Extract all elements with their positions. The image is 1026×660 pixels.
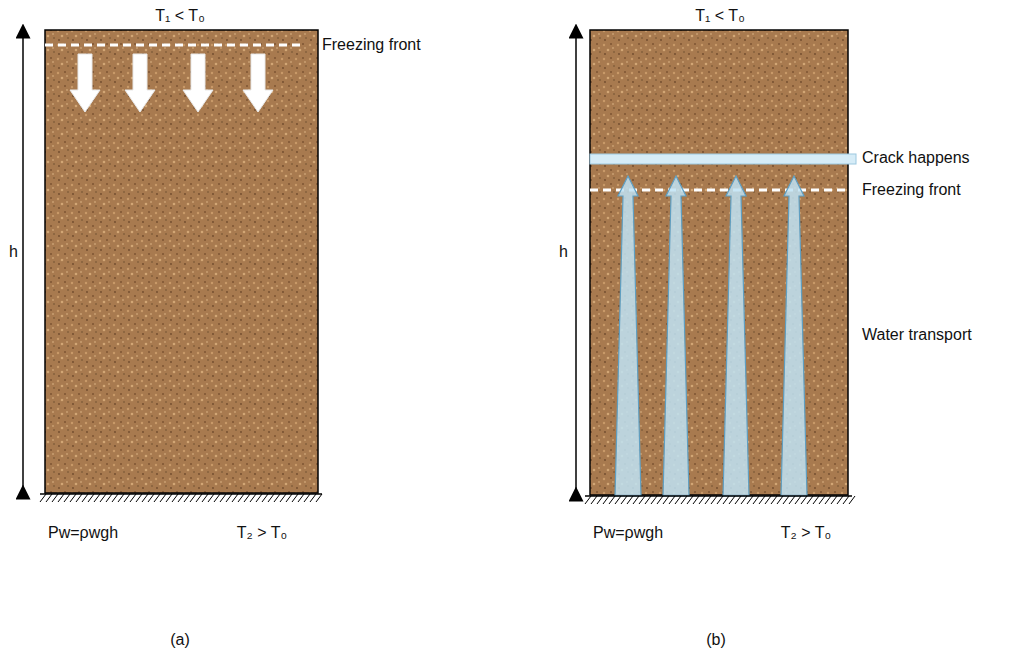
arrow-shape bbox=[781, 176, 807, 496]
ground-hatch bbox=[585, 496, 855, 504]
ice-crack bbox=[590, 154, 856, 164]
soil-column bbox=[45, 30, 318, 493]
boundary-pressure: Pw=ρwgh bbox=[48, 523, 118, 542]
arrow-shape bbox=[723, 176, 749, 496]
arrow-shape bbox=[125, 54, 155, 112]
height-arrow bbox=[22, 31, 24, 492]
arrow-shape bbox=[615, 176, 641, 496]
boundary-pressure: Pw=ρwgh bbox=[593, 523, 663, 542]
callout-label: Water transport bbox=[862, 325, 972, 344]
boundary-temperature: T₁ < T₀ bbox=[155, 6, 205, 25]
boundary-temperature: T₂ > T₀ bbox=[781, 523, 831, 542]
boundary-temperature: T₁ < T₀ bbox=[695, 6, 745, 25]
dimension-label: h bbox=[9, 242, 18, 261]
boundary-temperature: T₂ > T₀ bbox=[237, 523, 287, 542]
callout-label: Freezing front bbox=[862, 180, 961, 199]
soil-column bbox=[590, 30, 848, 495]
arrow-shape bbox=[70, 54, 100, 112]
panel-label: (a) bbox=[170, 630, 190, 649]
callout-label: Crack happens bbox=[862, 148, 970, 167]
height-arrow bbox=[575, 31, 577, 494]
panel-label: (b) bbox=[706, 630, 726, 649]
freezing-arrows bbox=[70, 54, 273, 112]
freezing-front bbox=[45, 44, 304, 47]
arrow-shape bbox=[243, 54, 273, 112]
ground-hatch bbox=[40, 494, 322, 502]
dimension-label: h bbox=[559, 242, 568, 261]
callout-label: Freezing front bbox=[322, 35, 421, 54]
water-arrows bbox=[615, 176, 807, 496]
arrow-shape bbox=[183, 54, 213, 112]
arrow-shape bbox=[663, 176, 689, 496]
